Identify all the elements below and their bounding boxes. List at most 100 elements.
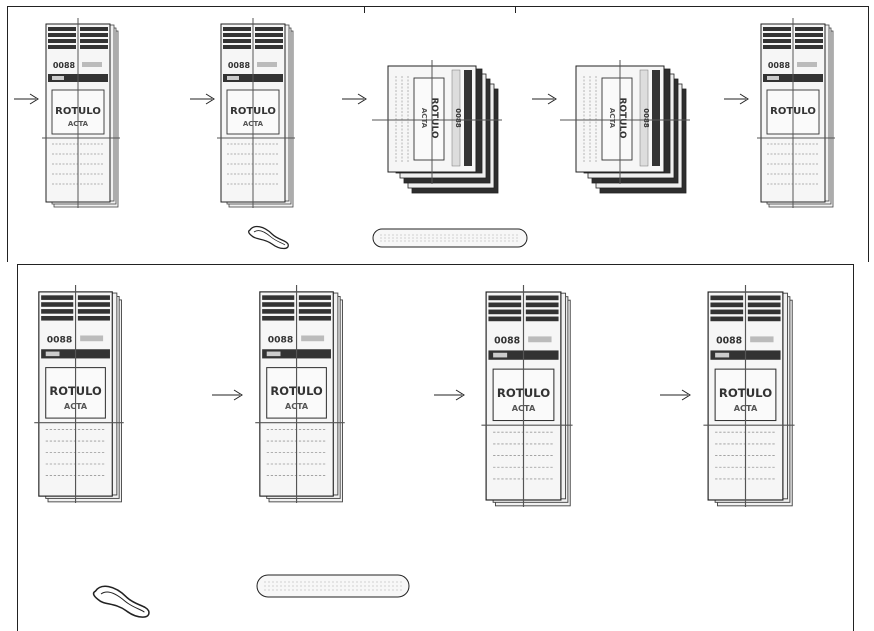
header-code: 0088: [642, 108, 650, 128]
header-tab: [488, 302, 522, 308]
top-arrow-1: [190, 93, 215, 105]
header-code: 0088: [47, 334, 72, 345]
header-tab: [710, 309, 744, 315]
bottom-arrow-3: [660, 389, 691, 401]
header-code: 0088: [716, 335, 742, 346]
header-tab: [710, 302, 744, 308]
bottom-process-panel: [17, 264, 854, 631]
header-tab: [795, 45, 823, 49]
header-strip: [451, 69, 461, 167]
header-tab: [48, 27, 76, 31]
header-tab: [262, 309, 295, 314]
header-tab: [747, 302, 781, 308]
header-tab: [298, 302, 331, 307]
header-tab: [747, 309, 781, 315]
top-paper-strip-icon: [372, 228, 528, 248]
top-process-panel: [7, 6, 869, 262]
header-tab: [488, 309, 522, 315]
top-rubber-band-icon: [248, 225, 289, 250]
top-arrow-3: [532, 93, 557, 105]
header-tab: [223, 33, 251, 37]
header-tab: [77, 309, 110, 314]
header-tab: [41, 315, 74, 321]
header-tab: [77, 315, 110, 321]
header-tab: [223, 27, 251, 31]
header-tab: [223, 39, 251, 43]
header-tab: [525, 302, 559, 308]
header-tab: [298, 309, 331, 314]
header-tab: [763, 39, 791, 43]
sub-label: ACTA: [420, 108, 428, 129]
header-tab: [80, 33, 108, 37]
band-mark: [266, 351, 281, 357]
header-mark: [301, 335, 325, 342]
label-box: [413, 77, 445, 161]
band-mark: [767, 76, 779, 80]
header-code: 0088: [228, 61, 251, 70]
header-tab: [255, 33, 283, 37]
header-tab: [488, 295, 522, 301]
header-tab: [41, 295, 74, 300]
header-tab: [223, 45, 251, 49]
header-tab: [77, 302, 110, 307]
header-tab: [298, 295, 331, 300]
header-tab: [795, 39, 823, 43]
header-tab: [48, 45, 76, 49]
header-tab: [710, 316, 744, 322]
header-code: 0088: [268, 334, 293, 345]
header-tab: [763, 45, 791, 49]
band-mark: [45, 351, 60, 357]
sub-label: ACTA: [608, 108, 616, 129]
header-tab: [262, 315, 295, 321]
header-tab: [488, 316, 522, 322]
main-label: ROTULO: [617, 97, 627, 138]
header-mark: [82, 62, 102, 67]
band-mark: [52, 76, 64, 80]
header-tab: [710, 295, 744, 301]
header-code: 0088: [768, 61, 791, 70]
panel-tab: [364, 7, 516, 13]
bottom-arrow-2: [434, 389, 465, 401]
header-code: 0088: [53, 61, 76, 70]
header-tab: [763, 33, 791, 37]
header-tab: [262, 302, 295, 307]
header-mark: [257, 62, 277, 67]
header-mark: [797, 62, 817, 67]
bottom-rubber-band-icon: [92, 585, 150, 618]
top-arrow-0: [14, 93, 39, 105]
header-tab: [763, 27, 791, 31]
header-tab: [795, 33, 823, 37]
header-tab: [255, 39, 283, 43]
header-tab: [77, 295, 110, 300]
header-tab: [747, 295, 781, 301]
header-mark: [80, 335, 104, 342]
band-mark: [493, 352, 508, 358]
header-tab: [262, 295, 295, 300]
header-tab: [255, 45, 283, 49]
header-code: 0088: [494, 335, 520, 346]
header-tab: [80, 45, 108, 49]
header-tab: [525, 309, 559, 315]
header-tab: [41, 302, 74, 307]
header-strip: [639, 69, 649, 167]
label-box: [601, 77, 633, 161]
dark-band: [652, 70, 660, 166]
header-code: 0088: [454, 108, 462, 128]
header-tab: [525, 295, 559, 301]
header-tab: [747, 316, 781, 322]
header-tab: [255, 27, 283, 31]
header-mark: [528, 336, 552, 343]
